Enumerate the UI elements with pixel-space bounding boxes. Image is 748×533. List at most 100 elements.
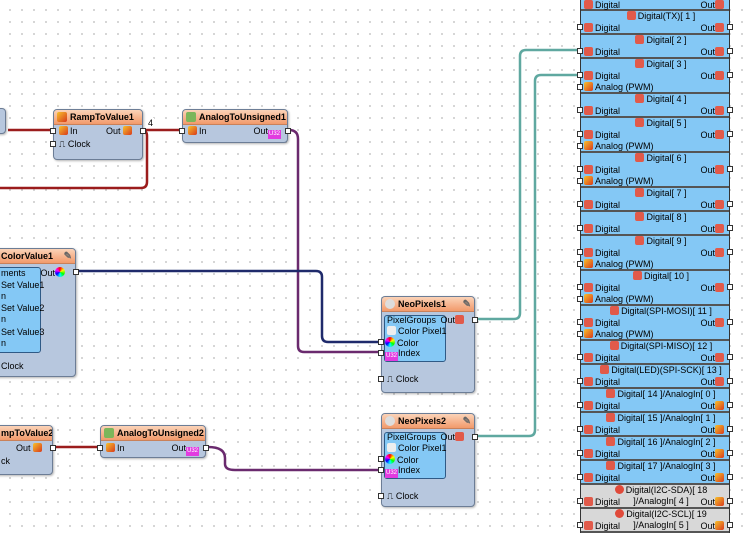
digital-in-pin[interactable]: [577, 378, 583, 384]
digital-in-pin[interactable]: [577, 450, 583, 456]
clock-pin[interactable]: [378, 493, 384, 499]
analog-in-pin[interactable]: [577, 296, 583, 302]
analog-in-pin[interactable]: [577, 331, 583, 337]
set-value-3-in: n: [1, 338, 7, 348]
out-pin[interactable]: [727, 201, 733, 207]
out-pin[interactable]: [73, 269, 79, 275]
out-pin[interactable]: [727, 498, 733, 504]
board-pin: Digital[ 8 ] Digital Out: [577, 212, 733, 236]
board-pin: Digital[ 7 ] Digital Out: [577, 188, 733, 212]
set-value-1[interactable]: Set Value1: [1, 280, 45, 290]
out-pin[interactable]: [727, 166, 733, 172]
wrench-icon[interactable]: ✎: [462, 416, 471, 427]
digital-in-pin[interactable]: [577, 426, 583, 432]
out-pin[interactable]: [727, 225, 733, 231]
color-icon: [55, 267, 65, 277]
digital-in-pin[interactable]: [577, 201, 583, 207]
digital-in-pin[interactable]: [577, 498, 583, 504]
out-pin[interactable]: [727, 249, 733, 255]
color-pixel-item[interactable]: Color Pixel1: [398, 443, 447, 453]
digital-in-pin[interactable]: [577, 225, 583, 231]
in-pin[interactable]: [179, 128, 185, 134]
out-label: Out: [700, 248, 715, 258]
analog-in-pin[interactable]: [577, 178, 583, 184]
clock-pin[interactable]: [50, 141, 56, 147]
u32-badge: U32: [267, 130, 281, 139]
color-value-1[interactable]: ColorValue1✎ ments Set Value1 n Set Valu…: [0, 248, 79, 377]
digital-icon: [584, 377, 593, 386]
pin-icon: [606, 437, 616, 446]
color-pixel-item[interactable]: Color Pixel1: [398, 326, 447, 336]
out-pin[interactable]: [472, 434, 478, 440]
title: RampToValue1: [70, 112, 134, 122]
out-pin[interactable]: [727, 426, 733, 432]
out-pin[interactable]: [203, 445, 209, 451]
digital-in-pin[interactable]: [577, 249, 583, 255]
digital-icon: [715, 106, 724, 115]
out-pin[interactable]: [472, 317, 478, 323]
out-label: Out: [700, 130, 715, 140]
wrench-icon[interactable]: ✎: [462, 299, 471, 310]
out-pin[interactable]: [727, 284, 733, 290]
out-pin[interactable]: [727, 72, 733, 78]
out-pin[interactable]: [50, 445, 56, 451]
analog-in-pin[interactable]: [577, 143, 583, 149]
board-pin: Digital[ 10 ] Digital Out Analog (PWM): [577, 271, 733, 306]
out-label: Out: [700, 497, 715, 507]
out-pin[interactable]: [727, 319, 733, 325]
ramp-to-value-1[interactable]: RampToValue1 In Out ⎍ Clock: [50, 109, 146, 160]
out-pin[interactable]: [285, 128, 291, 134]
digital-in-pin[interactable]: [577, 474, 583, 480]
wrench-icon[interactable]: ✎: [63, 251, 72, 262]
index-label: Index: [398, 465, 421, 475]
out-pin[interactable]: [727, 354, 733, 360]
wire-a2u2-neo2-index: [207, 445, 381, 472]
clock-icon: ⎍: [387, 374, 394, 384]
set-value-3[interactable]: Set Value3: [1, 327, 45, 337]
digital-in-pin[interactable]: [577, 522, 583, 528]
out-label: Out: [700, 71, 715, 81]
index-pin[interactable]: [378, 350, 384, 356]
color-pin[interactable]: [378, 456, 384, 462]
out-pin[interactable]: [727, 48, 733, 54]
digital-in-pin[interactable]: [577, 354, 583, 360]
digital-in-pin[interactable]: [577, 24, 583, 30]
neopixels-1[interactable]: NeoPixels1✎ PixelGroups Color Pixel1 Col…: [378, 296, 478, 393]
analog-to-unsigned-1[interactable]: AnalogToUnsigned1 In OutU32: [179, 109, 291, 143]
digital-in-pin[interactable]: [577, 319, 583, 325]
arduino-board[interactable]: Digital Out Digital(TX)[ 1 ] Digital Out…: [577, 0, 733, 533]
out-pin[interactable]: [727, 107, 733, 113]
out-pin[interactable]: [727, 131, 733, 137]
color-pin[interactable]: [378, 339, 384, 345]
ramp-to-value-2[interactable]: mpToValue2 Out ck: [0, 425, 56, 475]
digital-in-pin[interactable]: [577, 131, 583, 137]
out-pin[interactable]: [727, 474, 733, 480]
digital-in-pin[interactable]: [577, 48, 583, 54]
pin-name: Digital(TX)[ 1 ]: [637, 11, 696, 21]
digital-in-pin[interactable]: [577, 284, 583, 290]
in-pin[interactable]: [97, 445, 103, 451]
analog-in-pin[interactable]: [577, 261, 583, 267]
analog-icon: [715, 497, 724, 506]
digital-in-pin[interactable]: [577, 72, 583, 78]
out-pin[interactable]: [727, 24, 733, 30]
partial-component[interactable]: [0, 108, 6, 134]
digital-in-pin[interactable]: [577, 402, 583, 408]
out-pin[interactable]: [140, 128, 146, 134]
out-pin[interactable]: [727, 522, 733, 528]
set-value-2[interactable]: Set Value2: [1, 303, 45, 313]
analog-to-unsigned-2[interactable]: AnalogToUnsigned2 In OutU32: [97, 425, 209, 458]
out-pin[interactable]: [727, 378, 733, 384]
in-pin[interactable]: [50, 128, 56, 134]
index-pin[interactable]: [378, 467, 384, 473]
board-pin: Digital[ 14 ]/AnalogIn[ 0 ] Digital Out: [577, 389, 733, 413]
analog-in-pin[interactable]: [577, 84, 583, 90]
out-pin[interactable]: [727, 450, 733, 456]
digital-in-pin[interactable]: [577, 166, 583, 172]
clock-pin[interactable]: [378, 376, 384, 382]
digital-icon: [584, 130, 593, 139]
out-pin[interactable]: [727, 402, 733, 408]
digital-in-pin[interactable]: [577, 107, 583, 113]
pin-name: Digital[ 14 ]/AnalogIn[ 0 ]: [617, 389, 716, 399]
neopixels-2[interactable]: NeoPixels2✎ PixelGroups Color Pixel1 Col…: [378, 413, 478, 507]
